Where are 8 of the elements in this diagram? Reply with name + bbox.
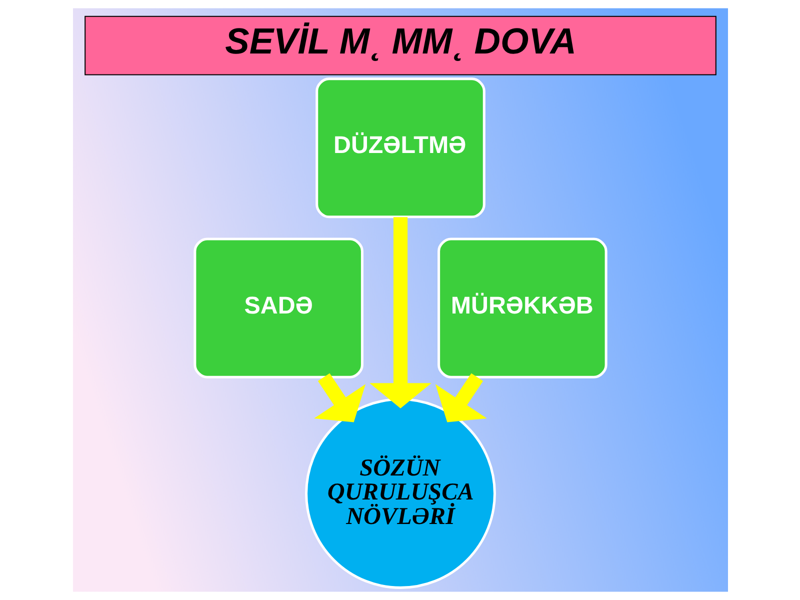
node-box: MÜRƏKKƏB (437, 238, 607, 378)
diagram-title: SEVİL M˛ MM˛ DOVA (224, 20, 576, 62)
node-box: SADƏ (193, 238, 363, 378)
arrow (369, 217, 431, 408)
node-box: DÜZƏLTMƏ (315, 78, 485, 218)
arrow (434, 373, 486, 422)
arrow (314, 373, 366, 422)
node-circle: SÖZÜN QURULUŞCA NÖVLƏRİ (304, 398, 496, 589)
